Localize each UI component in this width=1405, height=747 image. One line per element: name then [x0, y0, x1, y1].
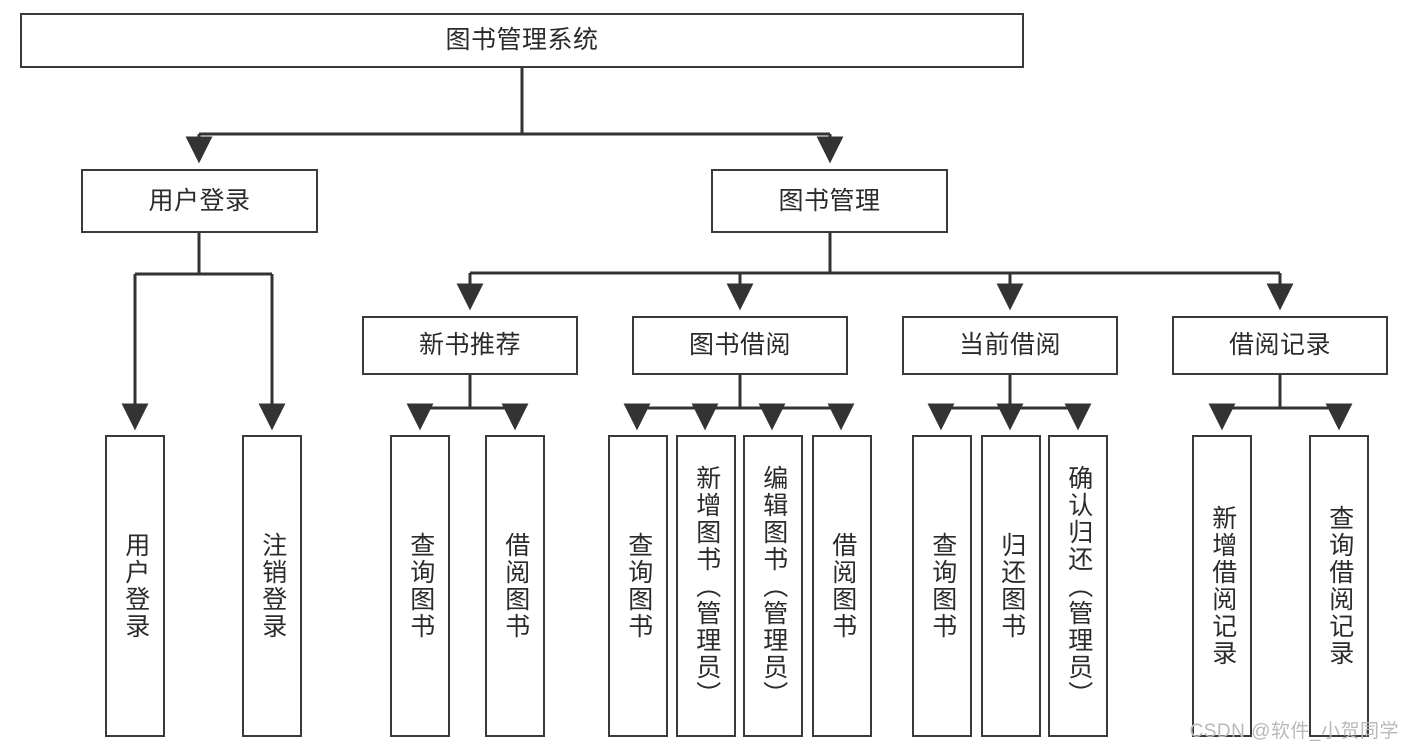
node-label: 注销登录 [258, 532, 287, 640]
leaf-logout[interactable]: 注销登录 [242, 435, 302, 737]
node-label: 查询图书 [928, 532, 957, 640]
leaf-return-book[interactable]: 归还图书 [981, 435, 1041, 737]
node-current-borrow[interactable]: 当前借阅 [902, 316, 1118, 375]
leaf-query-book-borrow[interactable]: 查询图书 [608, 435, 668, 737]
node-new-book-recommend[interactable]: 新书推荐 [362, 316, 578, 375]
node-label: 借阅记录 [1228, 331, 1331, 360]
node-user-login[interactable]: 用户登录 [81, 169, 318, 233]
node-label: 借阅图书 [501, 532, 530, 640]
node-label: 图书管理 [778, 186, 881, 215]
node-label: 借阅图书 [828, 532, 857, 640]
node-label: 用户登录 [148, 186, 251, 215]
leaf-query-book-current[interactable]: 查询图书 [912, 435, 972, 737]
leaf-add-borrow-record[interactable]: 新增借阅记录 [1192, 435, 1252, 737]
node-label: 查询图书 [406, 532, 435, 640]
node-label: 新增借阅记录 [1208, 505, 1237, 667]
leaf-query-borrow-record[interactable]: 查询借阅记录 [1309, 435, 1369, 737]
node-label: 当前借阅 [958, 331, 1061, 360]
node-book-management[interactable]: 图书管理 [711, 169, 948, 233]
node-label: 用户登录 [121, 532, 150, 640]
csdn-watermark: CSDN @软件_小贺同学 [1189, 721, 1399, 742]
node-book-borrow[interactable]: 图书借阅 [632, 316, 848, 375]
node-label: 归还图书 [997, 532, 1026, 640]
leaf-user-login[interactable]: 用户登录 [105, 435, 165, 737]
node-label: 查询借阅记录 [1325, 505, 1354, 667]
leaf-add-book-admin[interactable]: 新增图书（管理员） [676, 435, 736, 737]
node-borrow-record[interactable]: 借阅记录 [1172, 316, 1388, 375]
leaf-query-book-recommend[interactable]: 查询图书 [390, 435, 450, 737]
leaf-borrow-book[interactable]: 借阅图书 [812, 435, 872, 737]
node-label: 新增图书（管理员） [692, 464, 721, 708]
node-label: 确认归还（管理员） [1064, 464, 1093, 708]
node-label: 图书借阅 [688, 331, 791, 360]
node-label: 查询图书 [624, 532, 653, 640]
leaf-confirm-return-admin[interactable]: 确认归还（管理员） [1048, 435, 1108, 737]
node-label: 编辑图书（管理员） [759, 464, 788, 708]
node-book-management-system[interactable]: 图书管理系统 [20, 13, 1024, 68]
node-label: 新书推荐 [418, 331, 521, 360]
leaf-borrow-book-recommend[interactable]: 借阅图书 [485, 435, 545, 737]
leaf-edit-book-admin[interactable]: 编辑图书（管理员） [743, 435, 803, 737]
node-label: 图书管理系统 [445, 26, 599, 55]
